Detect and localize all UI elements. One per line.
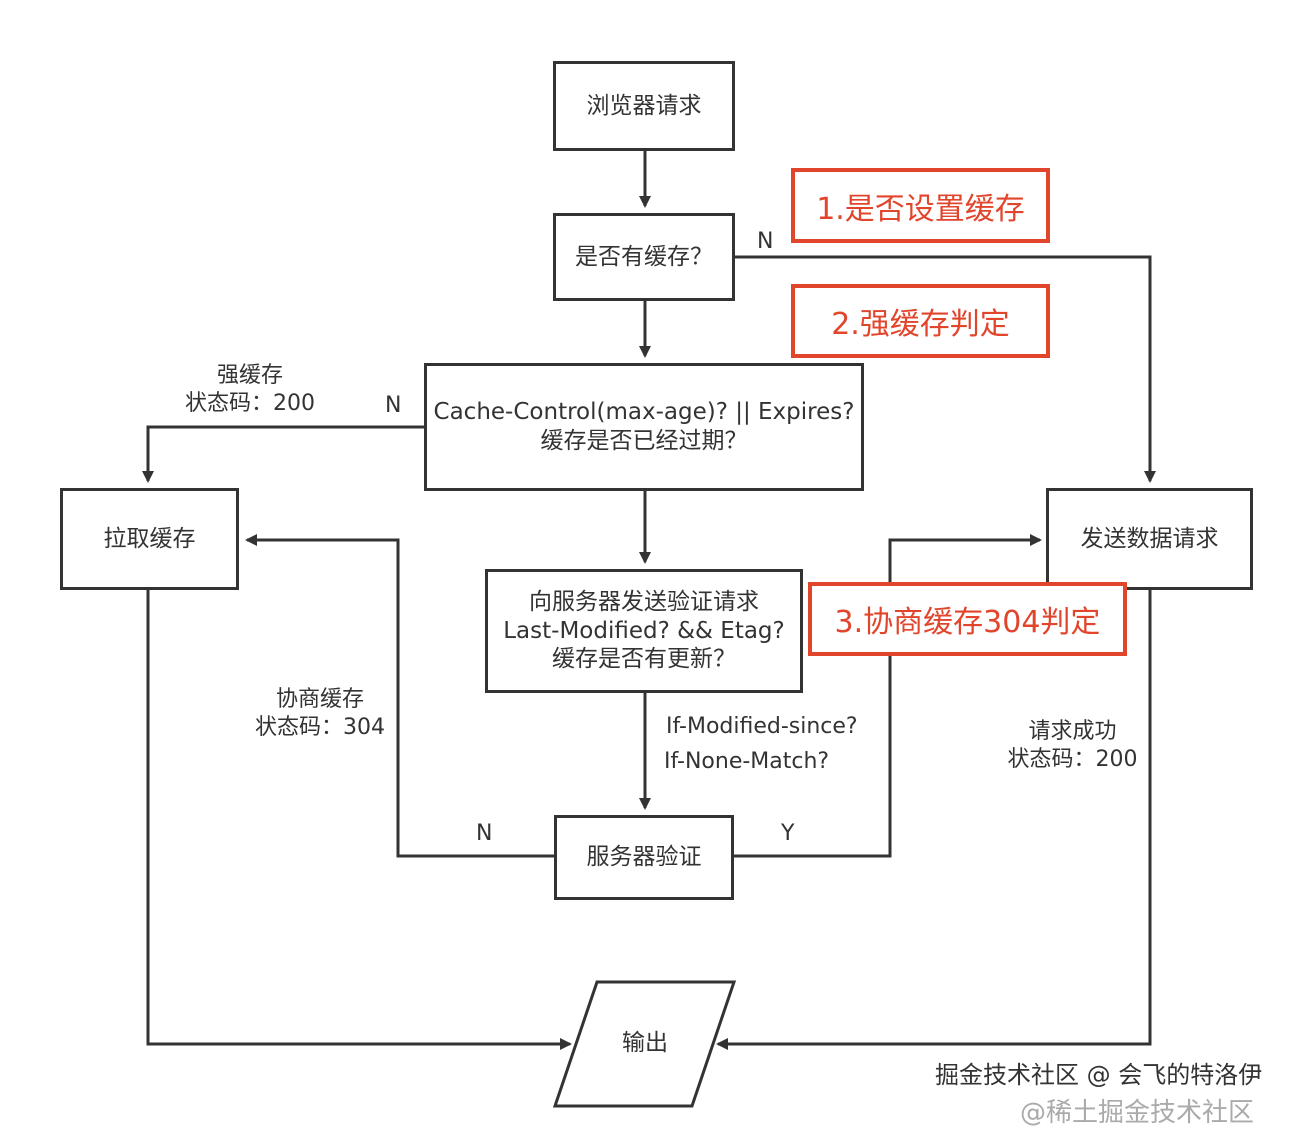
- edge-cachecontrol-to-pullcache: [142, 425, 425, 483]
- edge-label-if-modified: If-Modified-since?: [666, 714, 858, 739]
- annotation-negotiate-cache: 3.协商缓存304判定: [808, 582, 1127, 656]
- annotation-set-cache-label: 1.是否设置缓存: [816, 191, 1025, 227]
- node-server-validate: 服务器验证: [554, 815, 734, 900]
- node-cache-control: Cache-Control(max-age)? || Expires? 缓存是否…: [424, 363, 864, 491]
- edge-label-strong-cache-line2: 状态码：200: [185, 390, 315, 416]
- edge-sendrequest-to-output: [716, 590, 1152, 1050]
- node-validate-request: 向服务器发送验证请求 Last-Modified? && Etag? 缓存是否有…: [485, 569, 803, 693]
- node-has-cache-label: 是否有缓存？: [575, 243, 713, 270]
- node-cache-control-line1: Cache-Control(max-age)? || Expires?: [433, 399, 855, 426]
- node-validate-line2: Last-Modified? && Etag?: [503, 617, 785, 644]
- edge-label-strong-cache-line1: 强缓存: [216, 363, 283, 388]
- node-validate-line3: 缓存是否有更新？: [552, 646, 736, 673]
- annotation-strong-cache: 2.强缓存判定: [791, 284, 1050, 358]
- node-browser-request: 浏览器请求: [553, 61, 735, 151]
- edge-label-negotiate-line2: 状态码：304: [255, 714, 385, 740]
- node-pull-cache-label: 拉取缓存: [103, 525, 196, 552]
- edge-server-to-pullcache: [245, 534, 555, 858]
- node-send-request: 发送数据请求: [1046, 488, 1253, 590]
- node-cache-control-line2: 缓存是否已经过期？: [540, 428, 748, 454]
- edge-label-server-y: Y: [781, 821, 795, 846]
- annotation-negotiate-cache-label: 3.协商缓存304判定: [834, 605, 1101, 640]
- edge-label-success-line1: 请求成功: [1028, 719, 1117, 744]
- node-output-label: 输出: [622, 1030, 668, 1056]
- watermark-secondary: @稀土掘金技术社区: [1020, 1098, 1255, 1128]
- edge-label-strong-cache-n: N: [385, 393, 402, 418]
- node-has-cache: 是否有缓存？: [553, 213, 735, 301]
- edge-hascache-to-sendrequest: [735, 255, 1156, 483]
- edge-label-request-success: 请求成功 状态码：200: [995, 718, 1150, 773]
- edge-label-success-line2: 状态码：200: [1007, 746, 1138, 772]
- edge-label-server-n: N: [476, 821, 493, 846]
- edge-label-hascache-n: N: [757, 229, 774, 254]
- output-shape: [552, 980, 737, 1108]
- annotation-set-cache: 1.是否设置缓存: [791, 168, 1050, 243]
- edge-label-strong-cache: 强缓存 状态码：200: [170, 362, 330, 417]
- edge-server-to-sendrequest: [733, 534, 1042, 858]
- edge-label-negotiate-line1: 协商缓存: [275, 687, 364, 712]
- edge-pullcache-to-output: [146, 590, 572, 1050]
- edge-label-if-none-match: If-None-Match?: [664, 749, 830, 774]
- node-server-validate-label: 服务器验证: [586, 844, 702, 871]
- node-send-request-label: 发送数据请求: [1080, 525, 1219, 552]
- watermark-main: 掘金技术社区 @ 会飞的特洛伊: [935, 1061, 1263, 1089]
- edge-label-negotiate-cache: 协商缓存 状态码：304: [240, 686, 400, 741]
- node-pull-cache: 拉取缓存: [60, 488, 239, 590]
- node-validate-line1: 向服务器发送验证请求: [529, 588, 759, 615]
- node-browser-request-label: 浏览器请求: [586, 92, 702, 119]
- annotation-strong-cache-label: 2.强缓存判定: [831, 307, 1010, 342]
